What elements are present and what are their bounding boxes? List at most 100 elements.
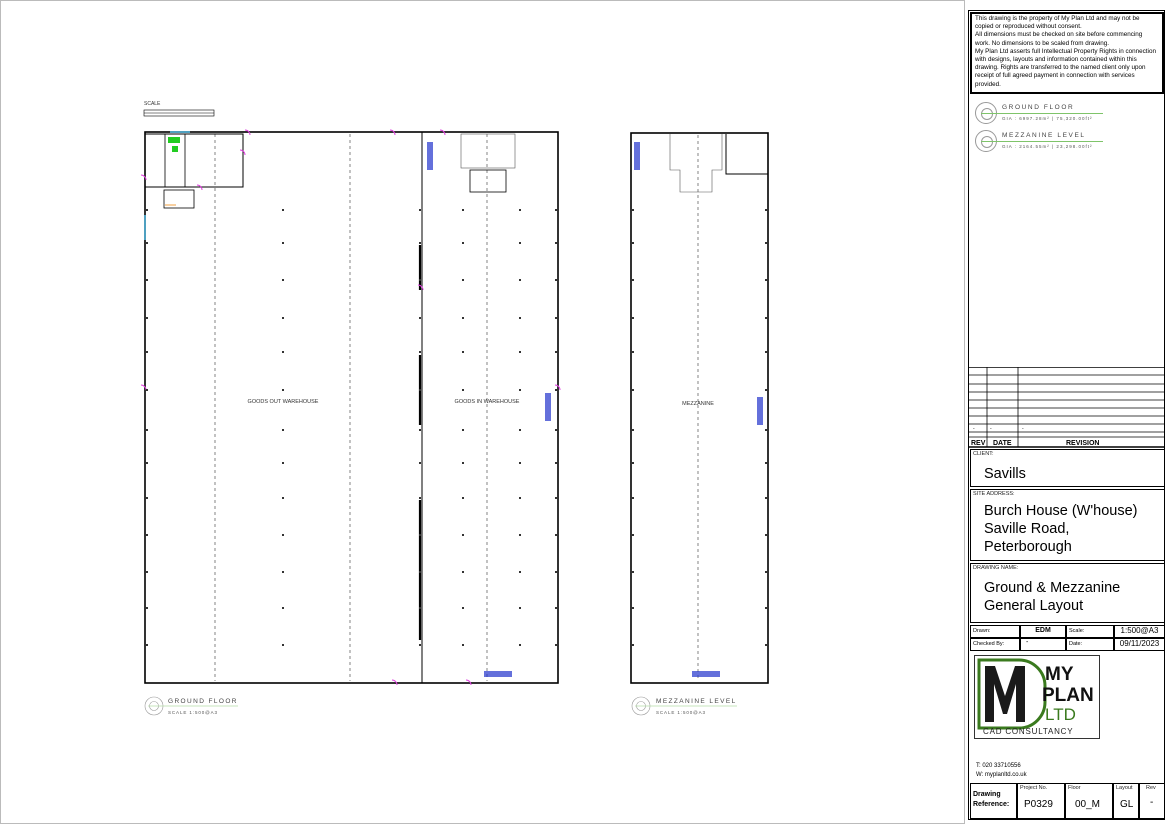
column-marker xyxy=(632,497,634,499)
column-marker xyxy=(146,571,148,573)
column-marker xyxy=(555,429,557,431)
checked-value: - xyxy=(1020,638,1066,651)
site-address-box: SITE ADDRESS: Burch House (W'house) Savi… xyxy=(970,489,1165,561)
ground-floor-caption: GROUND FLOOR SCALE 1:500@A3 xyxy=(144,696,238,716)
svg-text:-: - xyxy=(1022,426,1024,432)
column-marker xyxy=(555,279,557,281)
column-marker xyxy=(765,462,767,464)
svg-text:CAD CONSULTANCY: CAD CONSULTANCY xyxy=(983,727,1073,736)
column-marker xyxy=(555,497,557,499)
column-marker xyxy=(765,242,767,244)
column-marker xyxy=(282,429,284,431)
notice-line: This drawing is the property of My Plan … xyxy=(975,15,1140,31)
column-marker xyxy=(146,462,148,464)
floor-cell: Floor 00_M xyxy=(1065,783,1113,819)
ground-floor-plan xyxy=(140,129,561,686)
column-grid xyxy=(146,209,557,646)
notice-line: All dimensions must be checked on site b… xyxy=(975,31,1143,47)
column-marker xyxy=(519,351,521,353)
column-marker xyxy=(419,351,421,353)
column-marker xyxy=(765,279,767,281)
column-marker xyxy=(146,242,148,244)
column-marker xyxy=(555,607,557,609)
web-link[interactable]: W: myplanltd.co.uk xyxy=(976,772,1027,778)
checked-label: Checked By: xyxy=(970,638,1020,651)
svg-text:GROUND FLOOR: GROUND FLOOR xyxy=(168,698,238,705)
svg-text:PLAN: PLAN xyxy=(1042,685,1094,706)
column-marker xyxy=(462,644,464,646)
mezzanine-plan xyxy=(630,132,769,684)
column-marker xyxy=(632,534,634,536)
drawing-name-box: DRAWING NAME: Ground & Mezzanine General… xyxy=(970,563,1165,623)
column-marker xyxy=(462,429,464,431)
column-marker xyxy=(765,429,767,431)
column-marker xyxy=(146,317,148,319)
column-marker xyxy=(146,351,148,353)
column-marker xyxy=(765,607,767,609)
room-label-goods-out: GOODS OUT WAREHOUSE xyxy=(248,399,319,405)
column-marker xyxy=(282,607,284,609)
column-marker xyxy=(146,209,148,211)
column-marker xyxy=(632,389,634,391)
column-marker xyxy=(765,497,767,499)
scale-label: Scale: xyxy=(1066,625,1114,638)
client-box: CLIENT: Savills xyxy=(970,449,1165,487)
company-logo: MY PLAN LTD CAD CONSULTANCY xyxy=(974,655,1100,739)
column-marker xyxy=(419,242,421,244)
column-marker xyxy=(419,644,421,646)
column-marker xyxy=(632,644,634,646)
revision-table: - - - REV DATE REVISION xyxy=(968,367,1165,448)
notice-line: My Plan Ltd asserts full Intellectual Pr… xyxy=(975,47,1156,88)
column-marker xyxy=(282,497,284,499)
column-marker xyxy=(632,317,634,319)
column-marker xyxy=(462,242,464,244)
column-marker xyxy=(462,351,464,353)
column-marker xyxy=(519,607,521,609)
svg-text:SCALE 1:500@A3: SCALE 1:500@A3 xyxy=(168,710,218,715)
svg-text:-: - xyxy=(990,426,992,432)
svg-text:MEZZANINE LEVEL: MEZZANINE LEVEL xyxy=(656,698,737,705)
column-marker xyxy=(632,607,634,609)
column-marker xyxy=(419,389,421,391)
column-marker xyxy=(146,389,148,391)
project-number-cell: Project No. P0329 xyxy=(1017,783,1065,819)
column-marker xyxy=(282,389,284,391)
column-marker xyxy=(146,279,148,281)
column-marker xyxy=(462,462,464,464)
column-marker xyxy=(519,644,521,646)
drawn-label: Drawn: xyxy=(970,625,1020,638)
column-marker xyxy=(419,497,421,499)
column-marker xyxy=(462,317,464,319)
column-marker xyxy=(765,351,767,353)
column-marker xyxy=(519,571,521,573)
column-marker xyxy=(765,389,767,391)
column-marker xyxy=(282,534,284,536)
column-marker xyxy=(555,317,557,319)
mezzanine-caption: MEZZANINE LEVEL SCALE 1:500@A3 xyxy=(631,696,737,716)
column-marker xyxy=(555,534,557,536)
column-marker xyxy=(282,209,284,211)
column-marker xyxy=(632,429,634,431)
date-label: Date: xyxy=(1066,638,1114,651)
column-marker xyxy=(419,279,421,281)
column-marker xyxy=(632,571,634,573)
layout-cell: Layout GL xyxy=(1113,783,1139,819)
column-marker xyxy=(519,317,521,319)
column-marker xyxy=(282,279,284,281)
column-marker xyxy=(146,534,148,536)
column-marker xyxy=(632,351,634,353)
column-marker xyxy=(462,534,464,536)
column-marker xyxy=(632,279,634,281)
svg-text:-: - xyxy=(973,426,975,432)
column-marker xyxy=(519,242,521,244)
column-marker xyxy=(282,644,284,646)
svg-text:MY: MY xyxy=(1045,664,1074,685)
column-marker xyxy=(519,497,521,499)
svg-text:REV: REV xyxy=(971,440,986,447)
column-marker xyxy=(419,429,421,431)
column-marker xyxy=(519,534,521,536)
column-marker xyxy=(282,317,284,319)
company-contact: T: 020 33710556 W: myplanltd.co.uk xyxy=(976,762,1027,780)
column-marker xyxy=(282,351,284,353)
room-label-goods-in: GOODS IN WAREHOUSE xyxy=(455,399,520,405)
